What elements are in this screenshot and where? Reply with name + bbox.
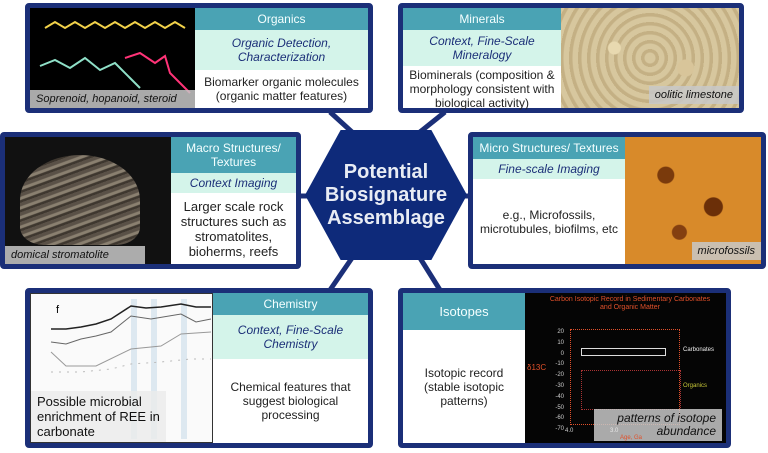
molecule-structures-image [39, 20, 191, 94]
micro-body: e.g., Microfossils, microtubules, biofil… [479, 207, 619, 236]
ree-plot-image: f Possible microbial enrichment of REE i… [30, 293, 213, 443]
y-tick: -50 [555, 404, 564, 411]
y-tick: 10 [557, 339, 564, 346]
organics-panel: Soprenoid, hopanoid, steroid Organics Or… [25, 3, 373, 113]
plot-label: f [56, 304, 60, 316]
x-tick-1: 3.0 [610, 428, 619, 434]
micro-caption: microfossils [691, 242, 761, 260]
oolitic-limestone-image: oolitic limestone [561, 8, 739, 108]
x-tick-0: 4.0 [565, 428, 574, 434]
minerals-caption: oolitic limestone [648, 86, 739, 104]
chemistry-body: Chemical features that suggest biologica… [230, 380, 351, 422]
y-tick: 0 [560, 350, 564, 357]
y-tick: 20 [557, 329, 564, 335]
isotopes-header: Isotopes [403, 293, 525, 330]
plot-title: Carbon Isotopic Record in Sedimentary Ca… [549, 296, 711, 311]
micro-structures-panel: Micro Structures/ Textures Fine-scale Im… [468, 132, 766, 269]
minerals-panel: Minerals Context, Fine-Scale Mineralogy … [398, 3, 744, 113]
y-tick: -30 [555, 382, 564, 389]
x-axis-label: Age, Ga [620, 435, 643, 441]
microfossils-image: microfossils [625, 137, 761, 264]
y-axis-label: δ13C [527, 363, 547, 372]
center-title-line-1: Potential [343, 160, 429, 183]
minerals-subheader: Context, Fine-Scale Mineralogy [403, 30, 561, 66]
stromatolite-image: domical stromatolite [5, 137, 171, 264]
organics-subheader: Organic Detection, Characterization [195, 30, 368, 70]
micro-subheader: Fine-scale Imaging [473, 159, 625, 179]
ree-plot [50, 299, 212, 439]
macro-caption: domical stromatolite [5, 246, 145, 264]
chemistry-caption: Possible microbial enrichment of REE in … [31, 391, 166, 442]
y-tick: -70 [555, 426, 564, 433]
macro-subheader: Context Imaging [171, 173, 296, 193]
macro-body: Larger scale rock structures such as str… [180, 198, 287, 259]
isotopes-panel: Isotopes Isotopic record (stable isotopi… [398, 288, 731, 448]
organics-header: Organics [195, 8, 368, 30]
organics-body: Biomarker organic molecules (organic mat… [204, 75, 359, 103]
organics-caption: Soprenoid, hopanoid, steroid [30, 90, 195, 108]
isotopes-body: Isotopic record (stable isotopic pattern… [423, 365, 505, 408]
center-title-line-2: Biosignature [324, 183, 448, 206]
stromatolite-rock [20, 155, 140, 245]
y-tick: -40 [555, 393, 564, 400]
chemistry-header: Chemistry [213, 293, 368, 315]
y-tick: -60 [555, 415, 564, 422]
micro-header: Micro Structures/ Textures [473, 137, 625, 159]
organics-image: Soprenoid, hopanoid, steroid [30, 8, 195, 108]
y-tick: -20 [555, 372, 564, 379]
minerals-header: Minerals [403, 8, 561, 30]
center-title-line-3: Assemblage [327, 206, 445, 229]
minerals-body: Biominerals (composition & morphology co… [409, 68, 555, 110]
center-hexagon: Potential Biosignature Assemblage [305, 130, 467, 260]
y-tick: -10 [555, 361, 564, 368]
macro-structures-panel: domical stromatolite Macro Structures/ T… [0, 132, 301, 269]
macro-header: Macro Structures/ Textures [171, 137, 296, 173]
chemistry-panel: f Possible microbial enrichment of REE i… [25, 288, 373, 448]
chemistry-subheader: Context, Fine-Scale Chemistry [213, 315, 368, 359]
isotopes-caption: patterns of isotope abundance [594, 409, 722, 441]
isotope-plot-image: Carbon Isotopic Record in Sedimentary Ca… [525, 293, 726, 443]
series-label-organics: Organics [683, 383, 708, 389]
series-label-carbonates: Carbonates [683, 347, 715, 353]
